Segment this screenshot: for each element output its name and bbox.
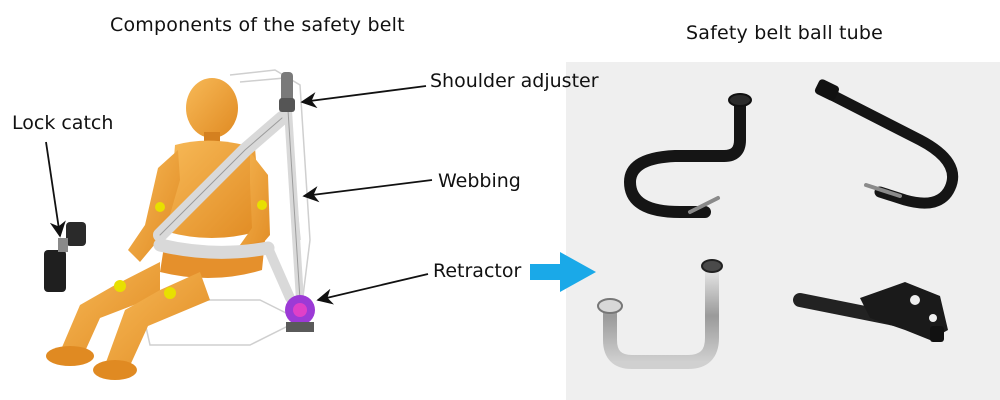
right-arrow-icon: [530, 252, 596, 292]
retractor-label: Retractor: [433, 260, 522, 282]
steel-ball-tube-bottom-left: [597, 259, 723, 369]
webbing-strap: [153, 106, 304, 304]
black-ball-tube-top-right: [814, 79, 959, 209]
lock-catch-part: [44, 222, 86, 292]
left-diagram-title: Components of the safety belt: [110, 14, 405, 36]
black-ball-tube-top-left: [623, 93, 752, 218]
shoulder-adjuster-arrow-icon: [300, 85, 427, 109]
ball-tube-photo-panel: [566, 62, 1000, 400]
black-ball-tube-bottom-right: [793, 282, 948, 342]
shoulder-adjuster-part: [279, 72, 295, 112]
webbing-label: Webbing: [438, 170, 521, 192]
lock-catch-arrow-icon: [45, 141, 66, 238]
callout-arrows: [45, 85, 433, 305]
webbing-arrow-icon: [302, 179, 433, 203]
retractor-arrow-icon: [316, 273, 429, 305]
right-diagram-title: Safety belt ball tube: [686, 22, 884, 44]
shoulder-adjuster-label: Shoulder adjuster: [430, 70, 599, 92]
retractor-part: [285, 295, 315, 332]
lock-catch-label: Lock catch: [12, 112, 114, 134]
